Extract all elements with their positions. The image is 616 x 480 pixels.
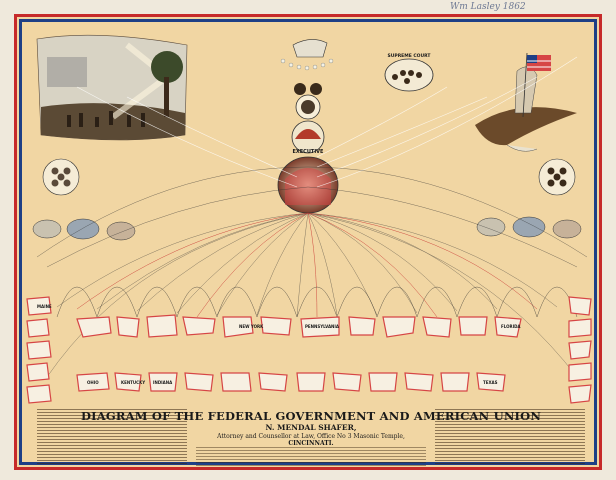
poster: EXECUTIVE SUPREME COURT (14, 14, 602, 470)
state-label-texas: TEXAS (483, 380, 498, 385)
state-label-pennsylvania: PENNSYLVANIA (305, 324, 340, 329)
state-label-kentucky: KENTUCKY (121, 380, 145, 385)
connection-lines (36, 56, 588, 378)
text-block-right (435, 409, 585, 465)
executive-label: EXECUTIVE (293, 149, 325, 155)
state-label-new-york: NEW YORK (239, 324, 264, 329)
author-name: N. MENDAL SHAFER, (265, 423, 357, 432)
state-row-1 (76, 314, 522, 338)
diagram-artwork: EXECUTIVE SUPREME COURT (26, 34, 592, 404)
vignette-row-right (476, 216, 582, 239)
state-column-right (568, 296, 592, 404)
state-label-florida: FLORIDA (501, 324, 521, 329)
right-portrait-medallion (538, 158, 576, 196)
diagram-title: DIAGRAM OF THE FEDERAL GOVERNMENT AND AM… (80, 409, 542, 423)
text-block-left (37, 409, 187, 465)
state-column-left (26, 296, 52, 404)
government-center-column: EXECUTIVE (277, 39, 339, 214)
state-label-ohio: OHIO (87, 380, 99, 385)
handwritten-inscription: Wm Lasley 1862 (450, 2, 526, 12)
text-block-center (196, 447, 426, 467)
state-row-2 (76, 372, 506, 392)
left-portrait-medallion (42, 158, 80, 196)
city-name: CINCINNATI. (288, 440, 334, 447)
liberty-eagle-illustration (475, 52, 577, 152)
author-credentials: Attorney and Counsellor at Law, Office N… (217, 433, 405, 440)
battle-scene-illustration (36, 34, 188, 141)
state-label-indiana: INDIANA (153, 380, 173, 385)
supreme-court-label: SUPREME COURT (388, 53, 432, 59)
vignette-row-left (32, 218, 136, 241)
supreme-court-medallion: SUPREME COURT (384, 53, 434, 92)
state-label-maine: MAINE (37, 304, 52, 309)
